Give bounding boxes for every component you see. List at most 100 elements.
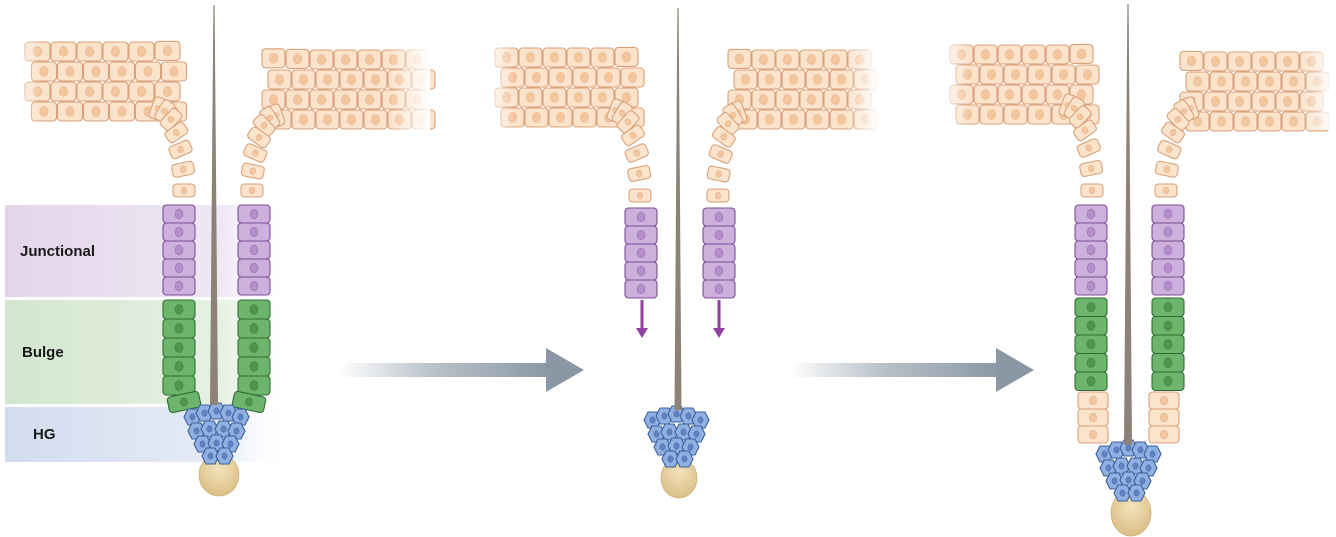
hair-germ-cell	[1128, 485, 1145, 501]
epidermal-cell	[1078, 409, 1108, 426]
epidermal-cell	[776, 90, 799, 109]
hair-germ-cell	[216, 448, 233, 464]
epidermal-cell	[51, 42, 76, 61]
epidermal-cell	[758, 70, 781, 89]
junctional-cell	[703, 208, 735, 226]
epidermal-cell	[1234, 112, 1257, 131]
hg-label: HG	[33, 426, 56, 443]
epidermal-cell	[1186, 72, 1209, 91]
epidermal-cell	[525, 68, 548, 87]
epidermal-cell	[519, 48, 542, 67]
migration-arrow-head	[636, 328, 648, 338]
epidermal-cell	[316, 70, 339, 89]
epidermal-cell	[591, 48, 614, 67]
epidermal-cell	[1149, 392, 1179, 409]
epidermal-cell	[597, 68, 620, 87]
junctional-cell	[625, 280, 657, 298]
epidermal-cell	[758, 110, 781, 129]
junctional-cell	[238, 259, 270, 277]
junctional-cell	[1075, 241, 1107, 259]
epidermal-cell	[1081, 184, 1103, 197]
epidermal-cell	[1234, 72, 1257, 91]
bulge-cell	[238, 300, 270, 319]
epidermal-cell	[525, 108, 548, 127]
epidermal-cell	[800, 90, 823, 109]
epidermal-cell	[84, 62, 109, 81]
bulge-label: Bulge	[22, 344, 64, 361]
junctional-cell	[163, 223, 195, 241]
epidermal-cell	[824, 50, 847, 69]
junctional-cell	[625, 244, 657, 262]
epidermal-cell	[734, 70, 757, 89]
epidermal-cell	[155, 41, 180, 60]
junctional-cell	[703, 262, 735, 280]
epidermal-cell	[310, 90, 333, 109]
epidermal-cell	[334, 50, 357, 69]
epidermal-cell	[310, 50, 333, 69]
epidermal-cell	[77, 42, 102, 61]
junctional-cell	[238, 277, 270, 295]
epidermal-cell	[1052, 65, 1075, 84]
epidermal-cell	[1022, 85, 1045, 104]
epidermal-cell	[998, 45, 1021, 64]
junctional-cell	[703, 244, 735, 262]
bulge-cell	[1152, 317, 1184, 336]
epidermal-cell	[1210, 112, 1233, 131]
epidermal-cell	[1022, 45, 1045, 64]
epidermal-cell	[286, 90, 309, 109]
epidermal-cell	[110, 62, 135, 81]
epidermal-cell	[974, 85, 997, 104]
junctional-cell	[1075, 223, 1107, 241]
epidermal-cell	[1276, 92, 1299, 111]
epidermal-cell	[980, 65, 1003, 84]
bulge-cell	[1152, 354, 1184, 373]
epidermal-cell	[776, 50, 799, 69]
epidermal-cell	[573, 68, 596, 87]
junctional-cell	[1152, 205, 1184, 223]
junctional-cell	[163, 241, 195, 259]
epidermal-cell	[1228, 92, 1251, 111]
epidermal-cell	[707, 189, 729, 202]
epidermal-cell	[286, 49, 309, 68]
epidermal-cell	[241, 184, 263, 197]
epidermal-cell	[800, 50, 823, 69]
epidermal-cell	[974, 45, 997, 64]
process-arrow-2	[788, 348, 1034, 392]
epidermal-cell	[136, 62, 161, 81]
epidermal-cell	[806, 70, 829, 89]
epidermal-cell	[77, 82, 102, 101]
junctional-cell	[703, 226, 735, 244]
epidermal-cell	[1210, 72, 1233, 91]
epidermal-cell	[334, 90, 357, 109]
process-arrow-1	[338, 348, 584, 392]
junctional-cell	[625, 262, 657, 280]
epidermal-cell	[129, 82, 154, 101]
epidermal-cell	[129, 42, 154, 61]
junctional-cell	[703, 280, 735, 298]
epidermal-cell	[728, 49, 751, 68]
hair-shaft	[1124, 4, 1132, 445]
junctional-cell	[163, 205, 195, 223]
epidermal-cell	[1258, 72, 1281, 91]
epidermal-cell	[110, 102, 135, 121]
bulge-cell	[163, 357, 195, 376]
epidermal-cell	[1046, 45, 1069, 64]
bulge-cell	[1152, 372, 1184, 391]
epidermal-cell	[1028, 105, 1051, 124]
epidermal-cell	[1155, 184, 1177, 197]
junctional-cell	[1152, 259, 1184, 277]
epidermal-cell	[340, 70, 363, 89]
epidermal-cell	[340, 110, 363, 129]
epidermal-cell	[171, 161, 195, 178]
epidermal-cell	[519, 88, 542, 107]
epidermal-cell	[316, 110, 339, 129]
epidermal-cell	[1252, 92, 1275, 111]
epidermal-cell	[549, 68, 572, 87]
junctional-cell	[1075, 277, 1107, 295]
epidermal-cell	[364, 110, 387, 129]
epidermal-cell	[241, 162, 265, 179]
bulge-cell	[1152, 298, 1184, 317]
epidermal-cell	[1252, 52, 1275, 71]
epidermal-cell	[1004, 65, 1027, 84]
